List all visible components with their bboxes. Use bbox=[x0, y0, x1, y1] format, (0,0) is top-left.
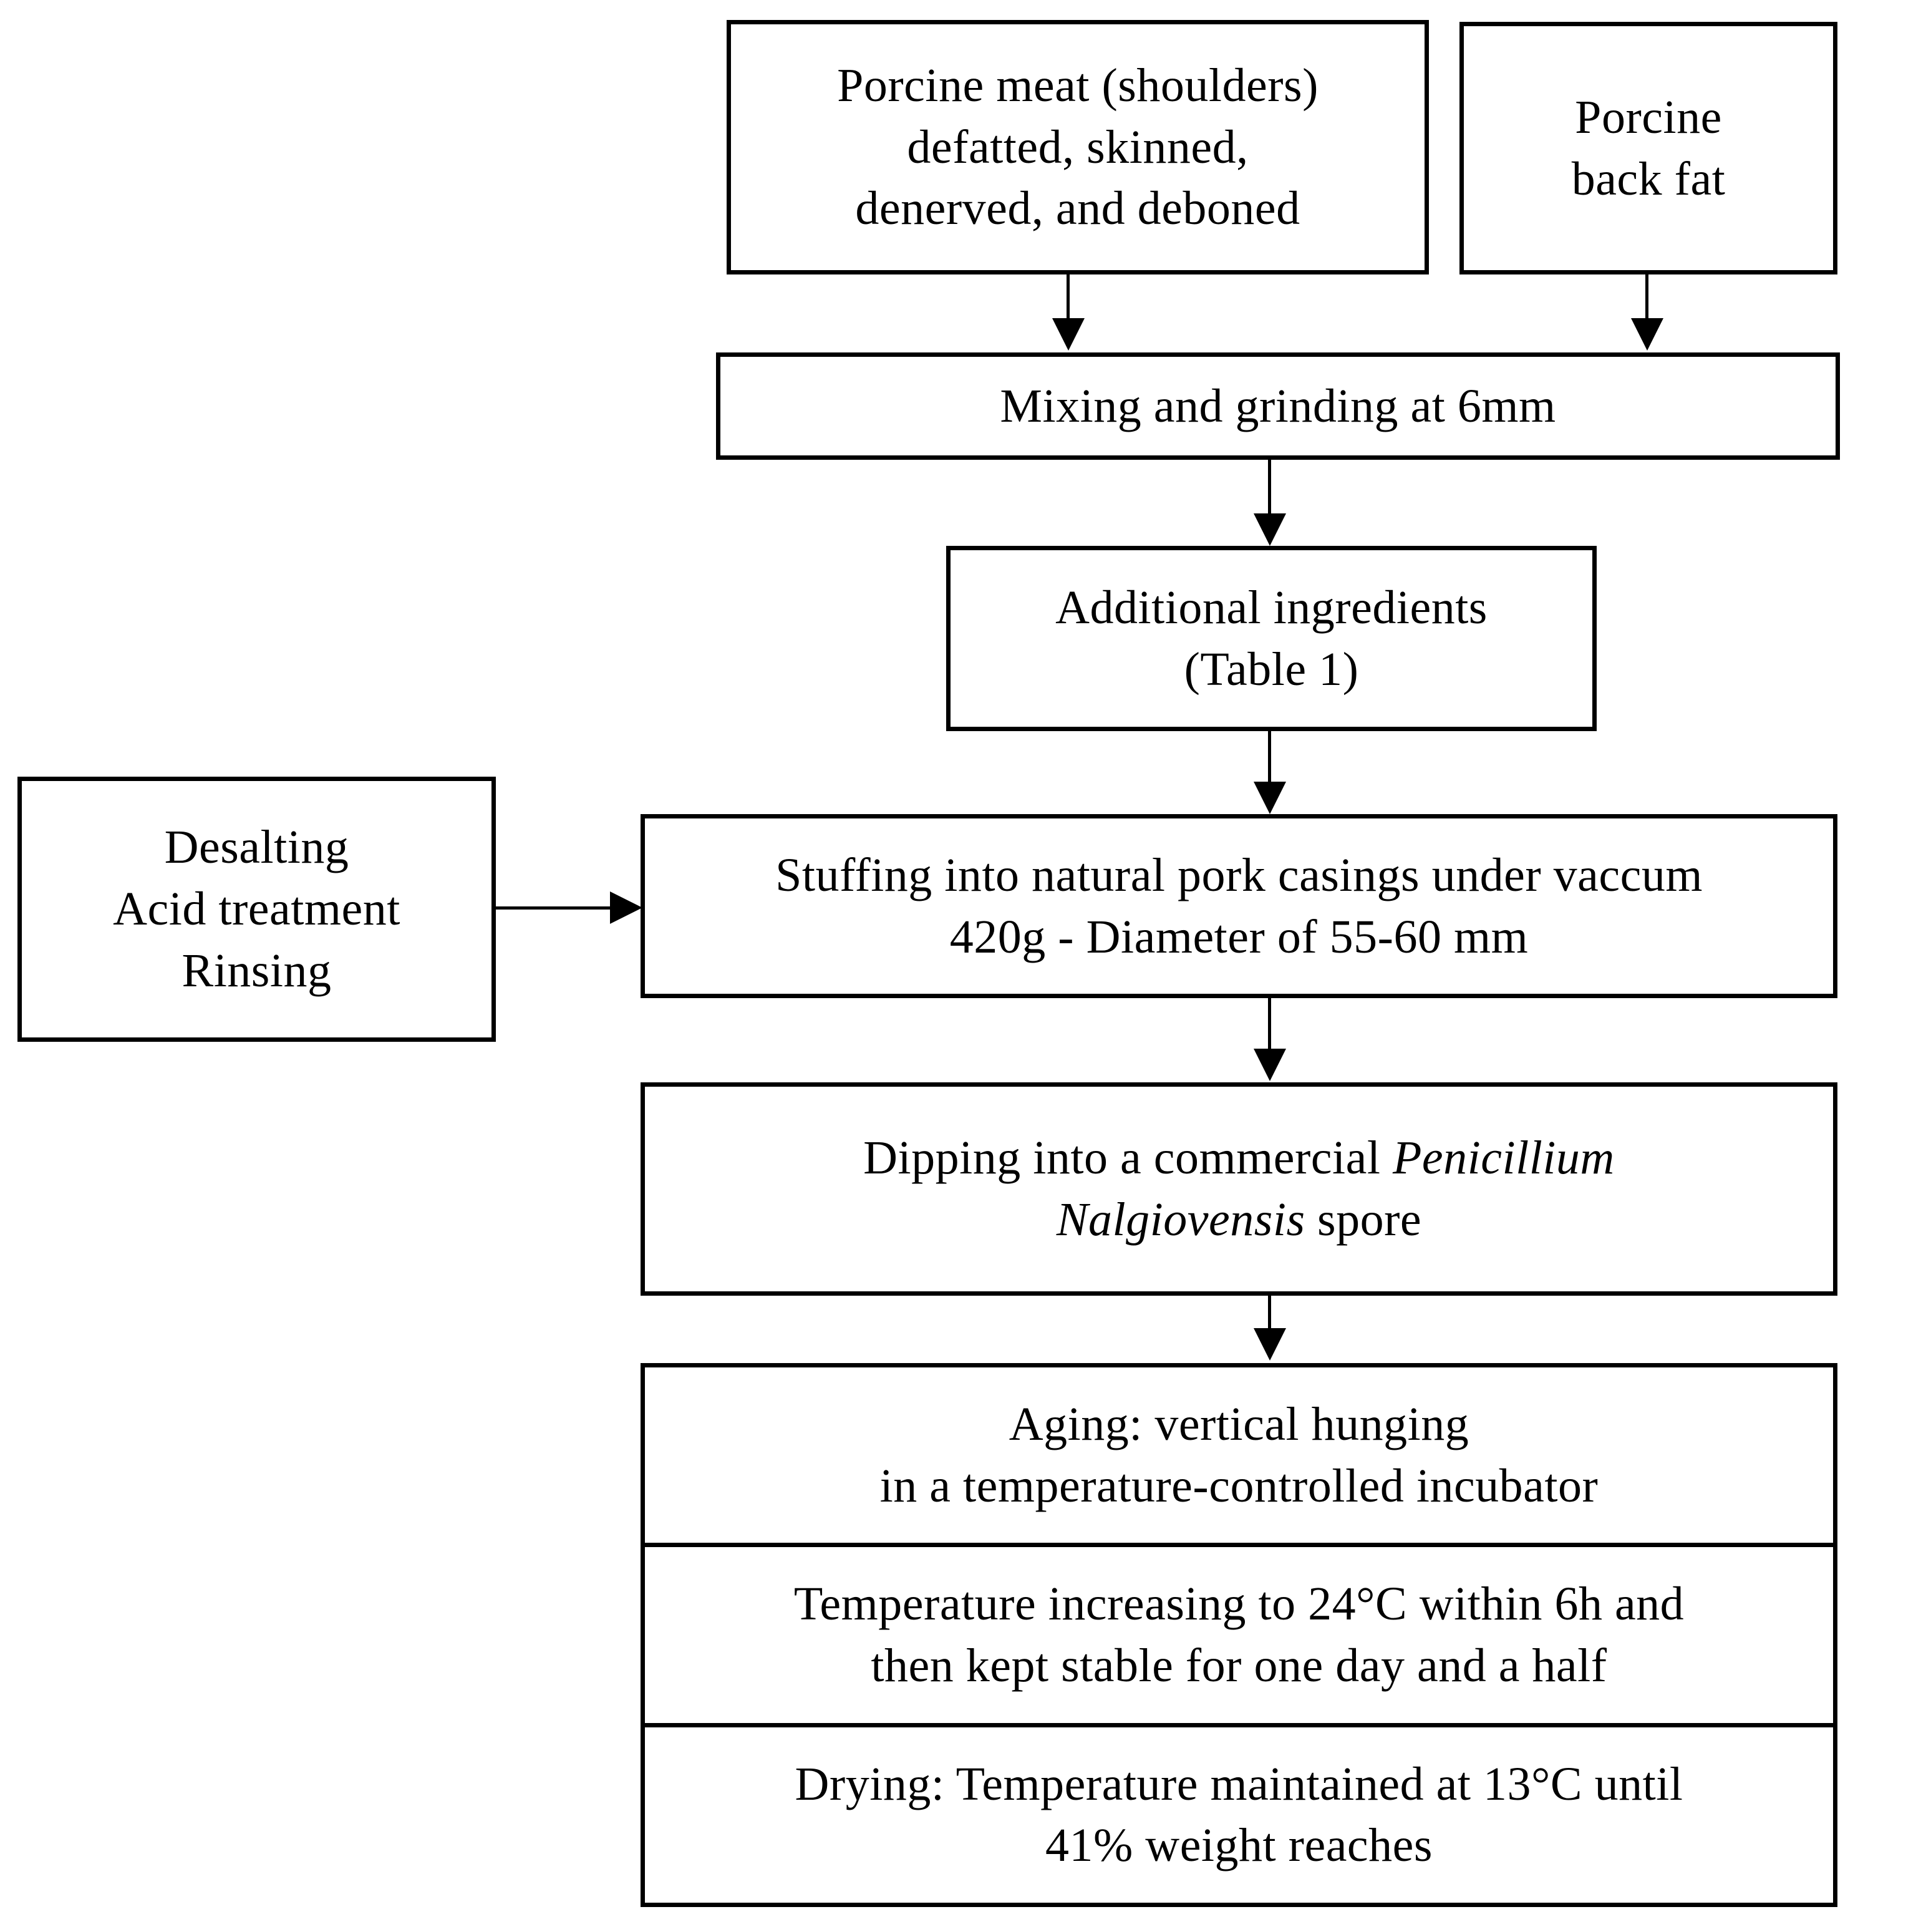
node-desalting: Desalting Acid treatment Rinsing bbox=[17, 777, 496, 1042]
drying-line-2: 41% weight reaches bbox=[1045, 1819, 1433, 1872]
aging-line-2: in a temperature-controlled incubator bbox=[879, 1459, 1599, 1512]
porcine-back-fat-line-1: Porcine bbox=[1575, 90, 1722, 143]
node-temperature: Temperature increasing to 24°C within 6h… bbox=[645, 1543, 1833, 1722]
dipping-line-1-italic-genus: Penicillium bbox=[1392, 1132, 1615, 1185]
connector-desalting-to-stuffing-arrowhead bbox=[610, 891, 642, 924]
connector-mixing-to-ingredients-line bbox=[1268, 460, 1271, 516]
porcine-meat-line-1: Porcine meat (shoulders) bbox=[837, 59, 1319, 112]
stuffing-line-2: 420g - Diameter of 55-60 mm bbox=[949, 910, 1529, 963]
drying-line-1: Drying: Temperature maintained at 13°C u… bbox=[795, 1757, 1683, 1810]
stuffing-line-1: Stuffing into natural pork casings under… bbox=[775, 848, 1703, 901]
node-additional-ingredients: Additional ingredients (Table 1) bbox=[946, 546, 1597, 731]
desalting-line-3: Rinsing bbox=[181, 944, 332, 997]
desalting-line-2: Acid treatment bbox=[113, 883, 400, 936]
node-stuffing: Stuffing into natural pork casings under… bbox=[641, 814, 1837, 998]
node-dipping: Dipping into a commercial Penicillium Na… bbox=[641, 1082, 1837, 1296]
connector-meat-to-mixing-line bbox=[1067, 274, 1070, 321]
connector-backfat-to-mixing-arrowhead bbox=[1631, 318, 1663, 351]
connector-desalting-to-stuffing-line bbox=[496, 906, 618, 910]
dipping-line-1-prefix: Dipping into a commercial bbox=[863, 1132, 1393, 1185]
node-aging-stack: Aging: vertical hunging in a temperature… bbox=[641, 1363, 1837, 1907]
porcine-meat-line-3: denerved, and deboned bbox=[855, 182, 1300, 235]
temperature-line-1: Temperature increasing to 24°C within 6h… bbox=[793, 1578, 1685, 1631]
mixing-grinding-line-1: Mixing and grinding at 6mm bbox=[1000, 379, 1556, 432]
aging-line-1: Aging: vertical hunging bbox=[1009, 1397, 1469, 1450]
connector-dipping-to-aging-arrowhead bbox=[1254, 1328, 1286, 1361]
dipping-line-2: Nalgiovensis spore bbox=[1057, 1189, 1421, 1251]
node-porcine-meat: Porcine meat (shoulders) defatted, skinn… bbox=[727, 20, 1429, 274]
additional-ingredients-line-1: Additional ingredients bbox=[1055, 581, 1488, 634]
dipping-line-2-suffix: spore bbox=[1305, 1193, 1422, 1246]
porcine-meat-line-2: defatted, skinned, bbox=[907, 120, 1249, 173]
connector-dipping-to-aging-line bbox=[1268, 1296, 1271, 1330]
connector-stuffing-to-dipping-line bbox=[1268, 998, 1271, 1051]
connector-mixing-to-ingredients-arrowhead bbox=[1254, 513, 1286, 546]
dipping-line-1: Dipping into a commercial Penicillium bbox=[863, 1127, 1615, 1189]
temperature-line-2: then kept stable for one day and a half bbox=[871, 1639, 1607, 1692]
node-drying: Drying: Temperature maintained at 13°C u… bbox=[645, 1722, 1833, 1903]
connector-stuffing-to-dipping-arrowhead bbox=[1254, 1049, 1286, 1081]
additional-ingredients-line-2: (Table 1) bbox=[1184, 643, 1359, 696]
dipping-line-2-italic-species: Nalgiovensis bbox=[1056, 1193, 1305, 1246]
desalting-line-1: Desalting bbox=[164, 821, 349, 874]
connector-ingredients-to-stuffing-line bbox=[1268, 731, 1271, 784]
node-mixing-grinding: Mixing and grinding at 6mm bbox=[716, 352, 1840, 460]
node-porcine-back-fat: Porcine back fat bbox=[1459, 22, 1837, 274]
node-aging: Aging: vertical hunging in a temperature… bbox=[645, 1367, 1833, 1543]
connector-ingredients-to-stuffing-arrowhead bbox=[1254, 782, 1286, 814]
porcine-back-fat-line-2: back fat bbox=[1571, 152, 1726, 205]
connector-backfat-to-mixing-line bbox=[1645, 274, 1648, 321]
connector-meat-to-mixing-arrowhead bbox=[1052, 318, 1085, 351]
